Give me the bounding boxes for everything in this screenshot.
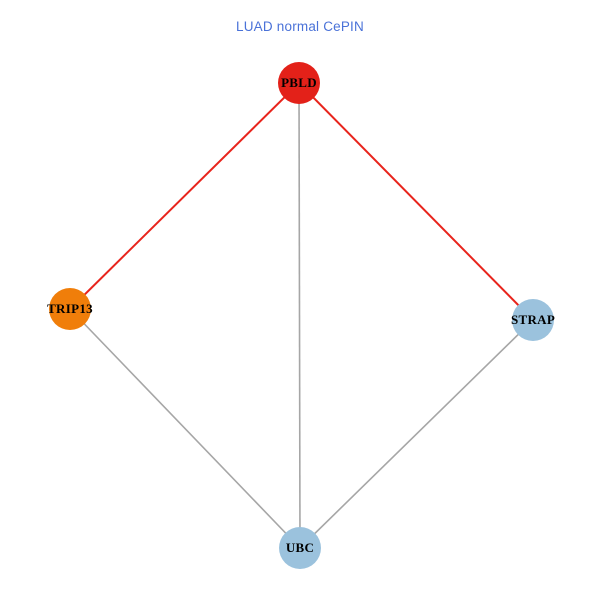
node-ubc[interactable] — [279, 527, 321, 569]
edge-pbld-strap — [298, 82, 534, 321]
edge-trip13-ubc — [69, 308, 301, 549]
node-trip13[interactable] — [49, 288, 91, 330]
node-pbld[interactable] — [278, 62, 320, 104]
edge-strap-ubc — [299, 319, 534, 549]
edges-layer — [69, 82, 534, 549]
edge-pbld-trip13 — [69, 82, 300, 310]
node-strap[interactable] — [512, 299, 554, 341]
edge-pbld-ubc — [298, 82, 301, 549]
page-title: LUAD normal CePIN — [236, 19, 364, 34]
nodes-layer — [49, 62, 554, 569]
